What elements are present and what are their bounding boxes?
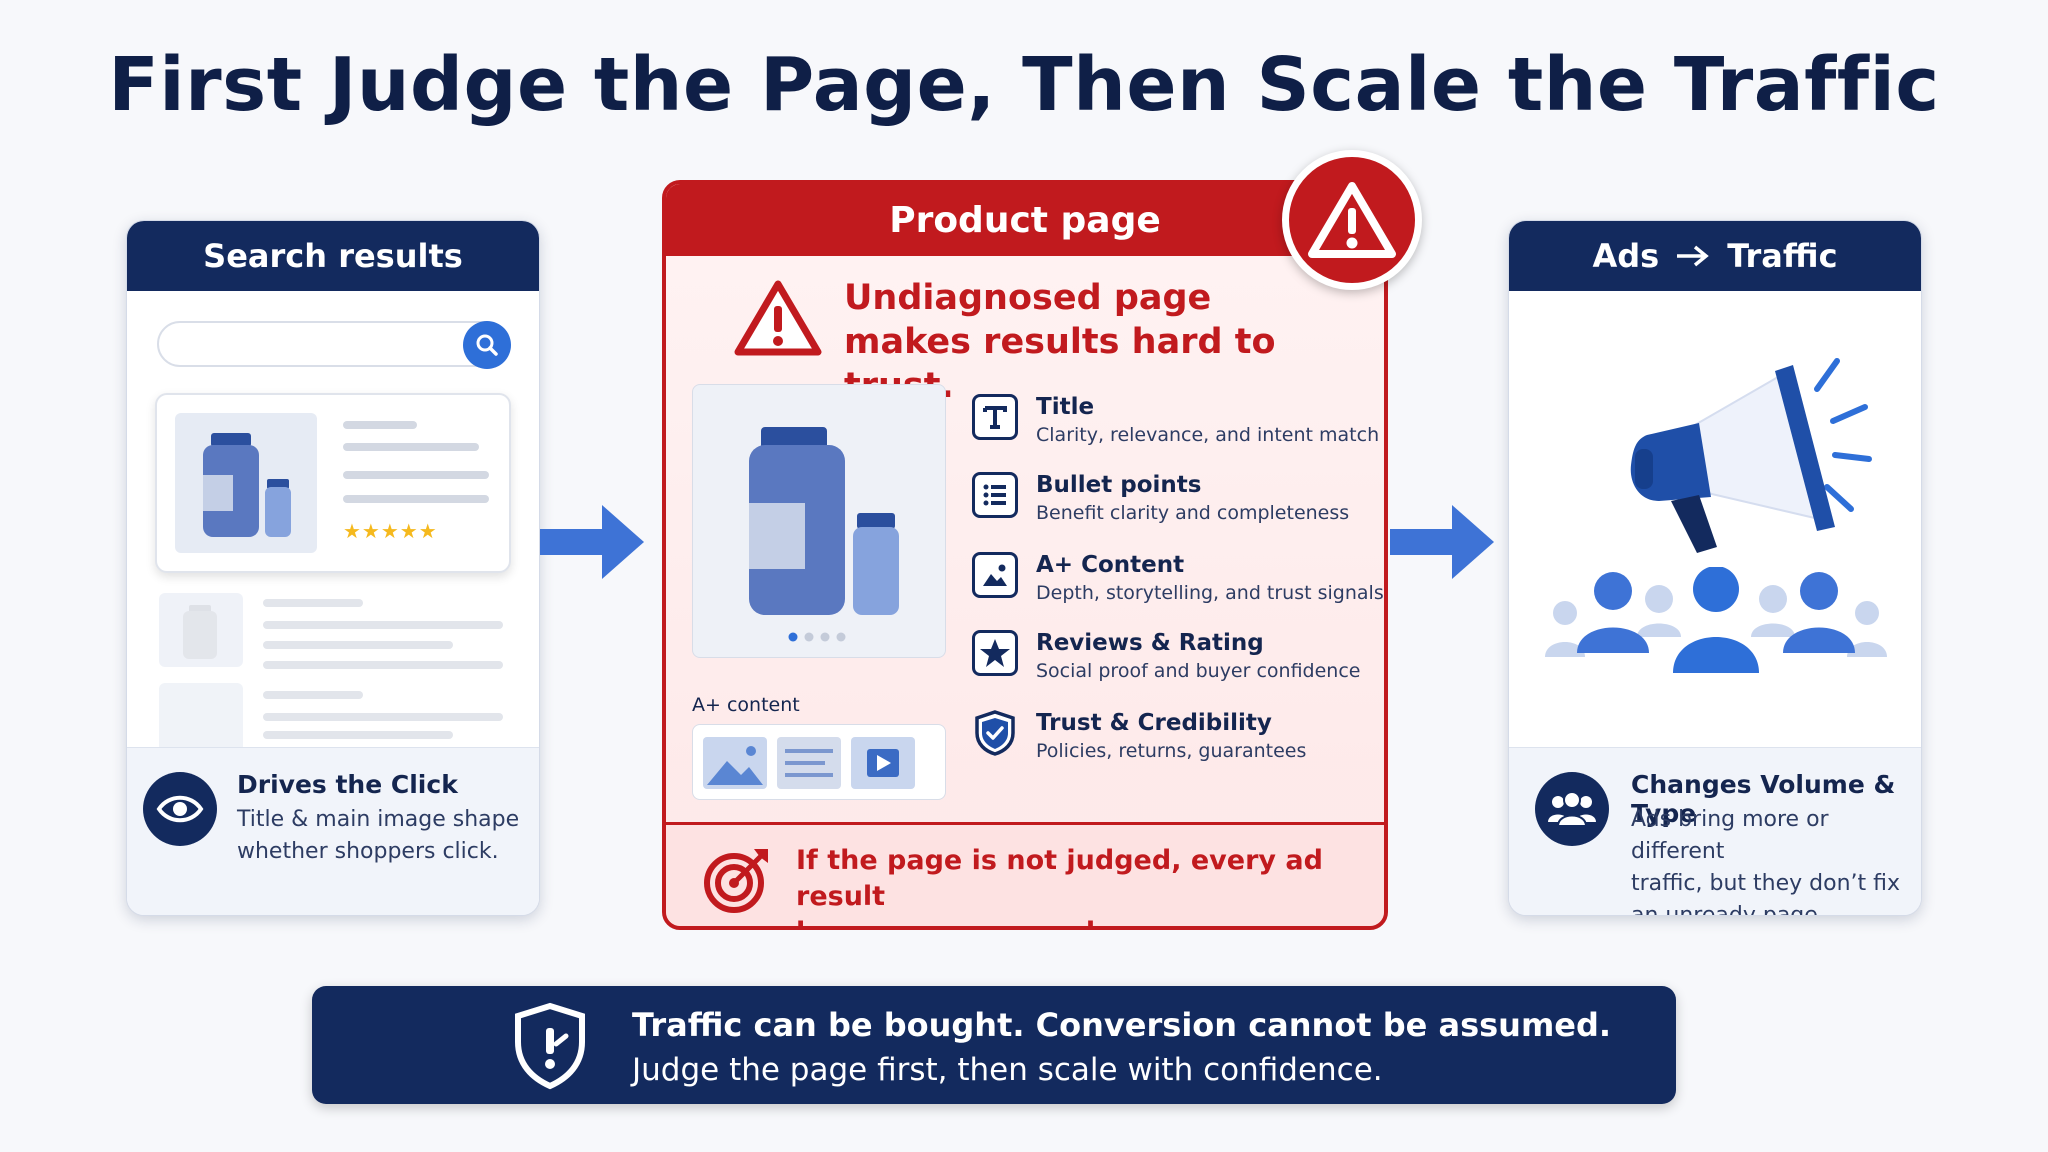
- header-ads-label: Ads: [1592, 237, 1660, 275]
- check-desc: Policies, returns, guarantees: [1036, 740, 1307, 762]
- check-title: Bullet points: [1036, 472, 1202, 498]
- text-line: [343, 421, 417, 429]
- result-thumbnail: [159, 593, 243, 667]
- bottle-icon: [749, 427, 899, 642]
- users-badge: [1535, 772, 1609, 846]
- megaphone-icon: [1589, 351, 1889, 565]
- warning-line: If the page is not judged, every ad resu…: [796, 845, 1323, 912]
- ads-traffic-card: Ads Traffic: [1508, 220, 1922, 916]
- text-line: [263, 713, 503, 721]
- users-icon: [1548, 791, 1596, 827]
- video-icon: [851, 737, 915, 789]
- ads-card-footer: Changes Volume & Type Ads bring more or …: [1509, 747, 1921, 915]
- product-image-gallery[interactable]: [692, 384, 946, 658]
- check-desc: Clarity, relevance, and intent match: [1036, 424, 1380, 446]
- ads-traffic-header: Ads Traffic: [1509, 221, 1921, 291]
- footer-line: Ads bring more or different: [1631, 807, 1829, 864]
- guesswork-warning: If the page is not judged, every ad resu…: [666, 822, 1384, 926]
- warning-line: Undiagnosed page: [844, 278, 1212, 318]
- search-footer-title: Drives the Click: [237, 770, 458, 799]
- check-title: A+ Content: [1036, 552, 1185, 578]
- conclusion-banner: Traffic can be bought. Conversion cannot…: [312, 986, 1676, 1104]
- check-title: Title: [1036, 394, 1095, 420]
- text-block-icon: [777, 737, 841, 789]
- list-icon: [972, 472, 1018, 518]
- banner-subline: Judge the page first, then scale with co…: [632, 1052, 1383, 1088]
- text-t-icon: [972, 394, 1018, 440]
- banner-headline: Traffic can be bought. Conversion cannot…: [632, 1006, 1612, 1044]
- result-thumbnail: [159, 683, 243, 753]
- warning-triangle-icon: [1308, 182, 1396, 258]
- rating-stars: ★★★★★: [343, 519, 438, 543]
- check-desc: Social proof and buyer confidence: [1036, 660, 1361, 682]
- product-page-header: Product page: [666, 184, 1384, 256]
- arrow-right-icon: [1390, 505, 1494, 579]
- text-line: [263, 641, 453, 649]
- warning-triangle-icon: [734, 278, 822, 362]
- star-icon: [972, 630, 1018, 676]
- search-card-footer: Drives the Click Title & main image shap…: [127, 747, 539, 915]
- text-line: [343, 443, 479, 451]
- product-thumbnail: [175, 413, 317, 553]
- text-line: [263, 731, 453, 739]
- arrow-right-icon: [540, 505, 644, 579]
- text-line: [263, 621, 503, 629]
- search-icon: [476, 334, 498, 356]
- shield-alert-icon: [512, 1002, 588, 1094]
- eye-icon: [156, 795, 204, 823]
- image-icon: [972, 552, 1018, 598]
- search-results-card: Search results ★★★★★: [126, 220, 540, 916]
- check-title: Trust & Credibility: [1036, 710, 1272, 736]
- shield-check-icon: [972, 710, 1018, 756]
- footer-line: whether shoppers click.: [237, 839, 499, 864]
- text-line: [343, 471, 489, 479]
- text-line: [343, 495, 489, 503]
- audience-icon: [1541, 566, 1891, 681]
- target-icon: [702, 845, 772, 919]
- arrow-right-icon: [1677, 245, 1709, 267]
- image-icon: [703, 737, 767, 789]
- text-line: [263, 661, 503, 669]
- footer-line: Title & main image shape: [237, 807, 520, 832]
- search-button[interactable]: [463, 321, 511, 369]
- header-traffic-label: Traffic: [1727, 237, 1838, 275]
- ads-footer-text: Ads bring more or different traffic, but…: [1631, 804, 1921, 916]
- aplus-content-label: A+ content: [692, 694, 800, 716]
- search-results-header: Search results: [127, 221, 539, 291]
- search-input[interactable]: [157, 321, 507, 367]
- check-title: Reviews & Rating: [1036, 630, 1264, 656]
- warning-line: becomes guesswork.: [796, 915, 1384, 926]
- aplus-content-preview[interactable]: [692, 724, 946, 800]
- check-desc: Depth, storytelling, and trust signals: [1036, 582, 1384, 604]
- bottle-icon: [203, 433, 291, 537]
- alert-badge: [1282, 150, 1422, 290]
- text-line: [263, 599, 363, 607]
- search-footer-text: Title & main image shape whether shopper…: [237, 804, 519, 868]
- footer-line: traffic, but they don’t fix: [1631, 871, 1901, 896]
- eye-badge: [143, 772, 217, 846]
- bottle-icon: [183, 605, 217, 659]
- footer-line: an unready page.: [1631, 903, 1825, 916]
- banner-text: Traffic can be bought. Conversion cannot…: [632, 1006, 1611, 1088]
- text-line: [263, 691, 363, 699]
- guesswork-text: If the page is not judged, every ad resu…: [796, 843, 1384, 926]
- featured-result[interactable]: ★★★★★: [155, 393, 511, 573]
- check-desc: Benefit clarity and completeness: [1036, 502, 1350, 524]
- ads-footer-title: Changes Volume & Type: [1631, 770, 1896, 828]
- product-page-card: Product page Undiagnosed page makes resu…: [662, 180, 1388, 930]
- page-title: First Judge the Page, Then Scale the Tra…: [108, 42, 1940, 128]
